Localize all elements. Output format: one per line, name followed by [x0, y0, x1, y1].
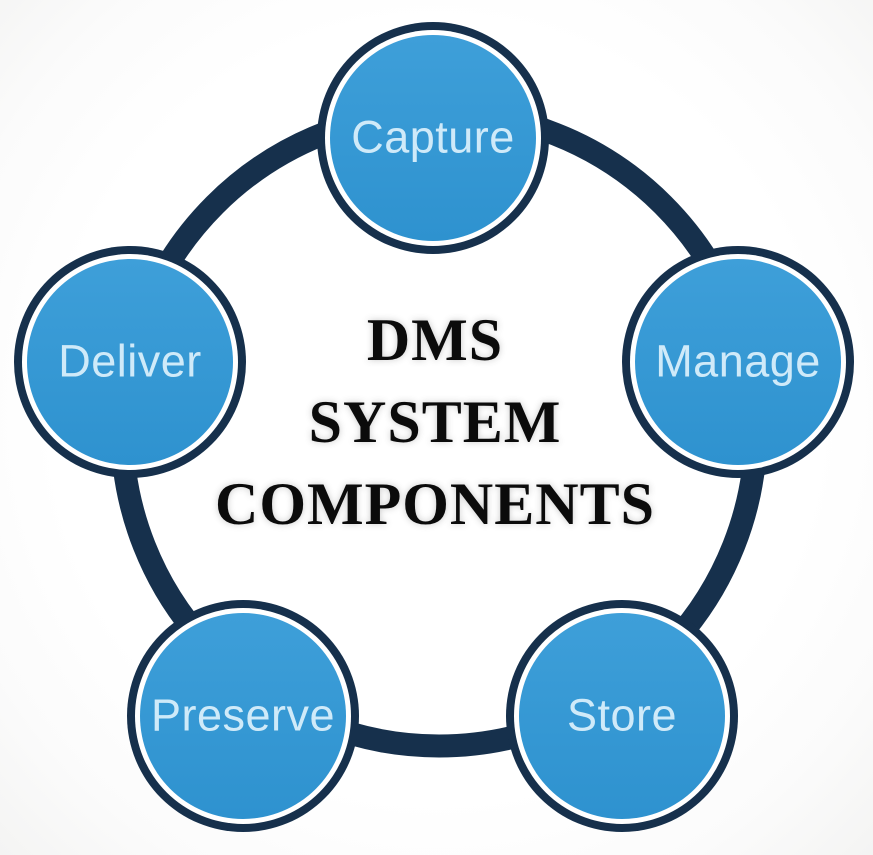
manage-node	[622, 246, 854, 478]
deliver-node	[14, 246, 246, 478]
deliver-node-label: Deliver	[58, 335, 202, 387]
store-node-circle	[519, 613, 725, 819]
manage-node-circle	[635, 259, 841, 465]
preserve-node-label: Preserve	[150, 689, 336, 741]
capture-node-label: Capture	[351, 111, 515, 163]
store-node-label: Store	[566, 689, 678, 741]
preserve-node-circle	[140, 613, 346, 819]
capture-node	[317, 22, 549, 254]
diagram-title-line-2: SYSTEM	[308, 389, 562, 455]
store-node	[506, 600, 738, 832]
manage-node-label: Manage	[655, 335, 821, 387]
diagram-title: DMS SYSTEM COMPONENTS	[215, 299, 655, 545]
preserve-node	[127, 600, 359, 832]
capture-node-circle	[330, 35, 536, 241]
deliver-node-circle	[27, 259, 233, 465]
diagram-title-line-3: COMPONENTS	[214, 471, 656, 537]
diagram-title-line-1: DMS	[366, 307, 504, 373]
